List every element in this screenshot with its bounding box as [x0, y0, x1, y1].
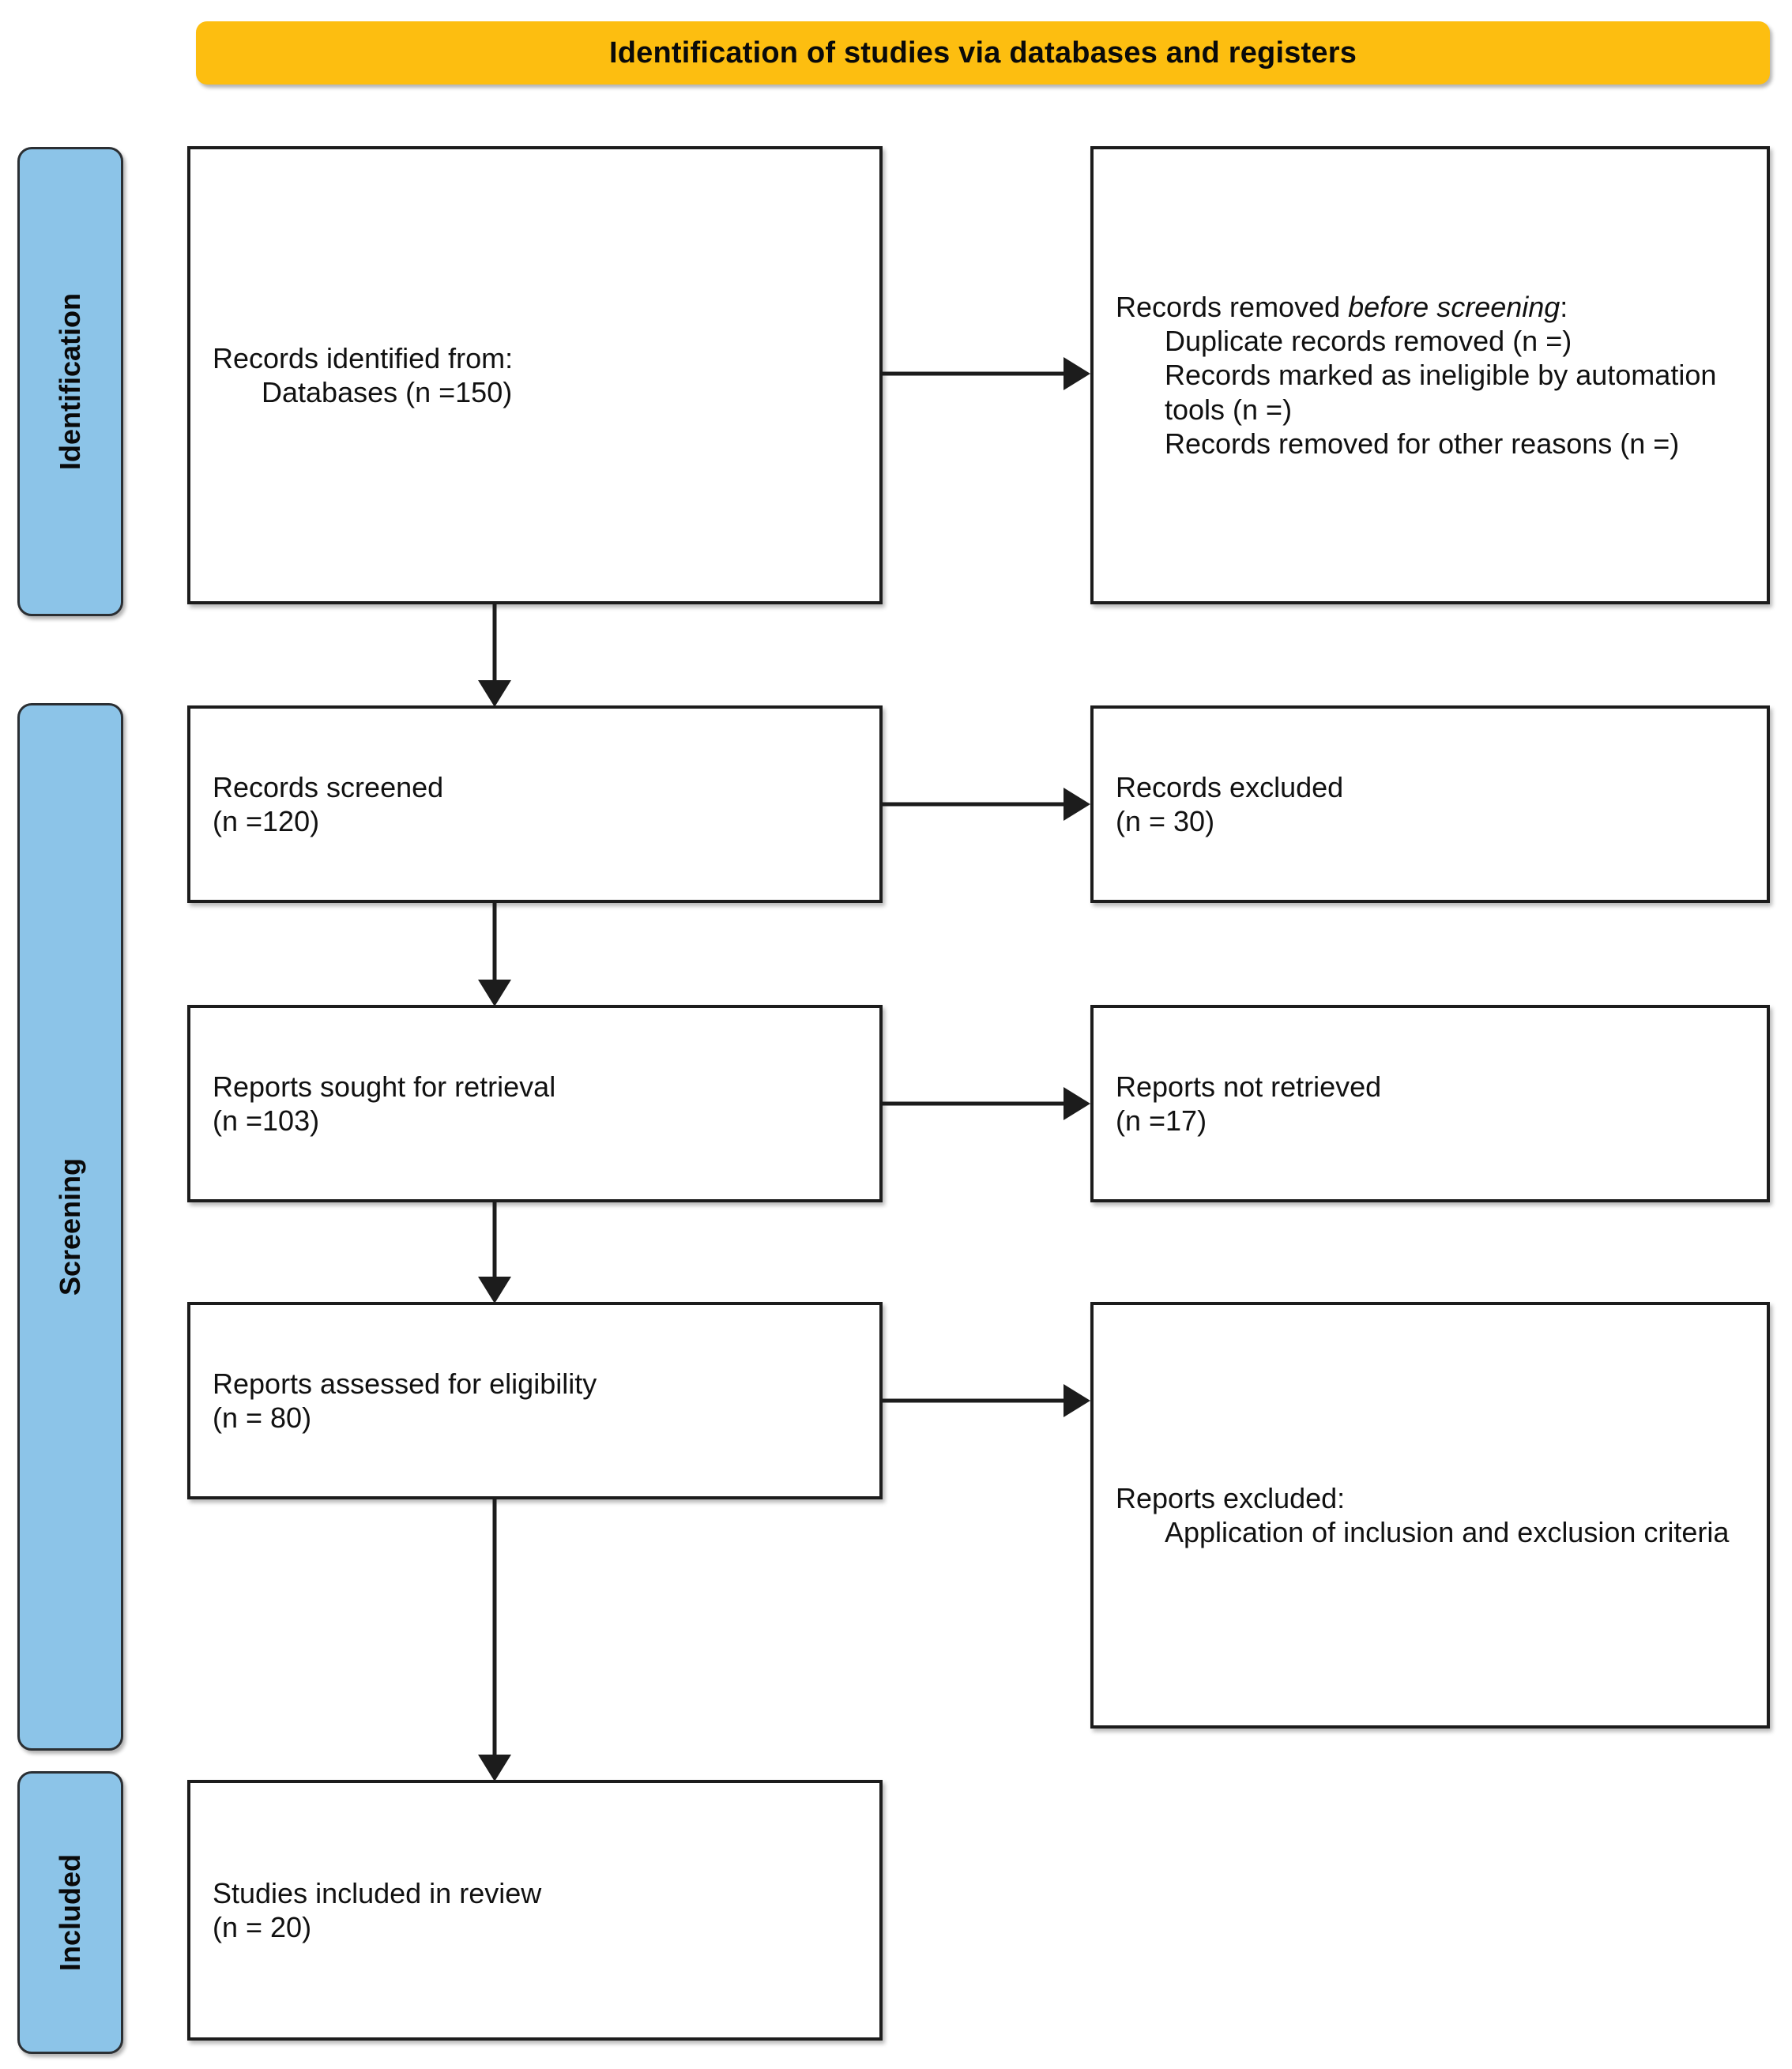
arrow-shaft [883, 1101, 1064, 1106]
arrow-screened-to-records-excluded [883, 786, 1090, 822]
box-reports-not-retrieved: Reports not retrieved (n =17) [1090, 1005, 1770, 1202]
box-studies-included-in-review: Studies included in review (n = 20) [187, 1780, 883, 2041]
box-reports-excluded-line-1: Reports excluded: [1116, 1481, 1346, 1514]
box-records-removed-item-ineligible: Records marked as ineligible by automati… [1165, 359, 1725, 426]
box-records-excluded-line-1: Records excluded [1116, 770, 1344, 803]
arrow-shaft [883, 802, 1064, 807]
box-reports-not-retrieved-line-2: (n =17) [1116, 1104, 1207, 1137]
arrow-shaft [883, 371, 1064, 376]
box-reports-excluded: Reports excluded: Application of inclusi… [1090, 1302, 1770, 1729]
box-studies-included-line-2: (n = 20) [213, 1911, 312, 1943]
box-reports-sought-line-1: Reports sought for retrieval [213, 1070, 556, 1103]
box-records-removed-item-other: Records removed for other reasons (n =) [1165, 427, 1680, 460]
arrow-head-down-icon [478, 1277, 511, 1303]
box-records-identified: Records identified from: Databases (n =1… [187, 146, 883, 604]
box-records-identified-line-1: Records identified from: [213, 341, 514, 374]
box-records-removed-heading-a: Records removed [1116, 291, 1349, 324]
arrow-identified-to-screened [476, 604, 513, 707]
stage-label-screening: Screening [17, 703, 123, 1751]
box-records-screened: Records screened (n =120) [187, 705, 883, 903]
diagram-header-banner: Identification of studies via databases … [196, 21, 1770, 85]
arrow-shaft [492, 903, 497, 980]
arrow-head-down-icon [478, 1755, 511, 1781]
box-studies-included-line-1: Studies included in review [213, 1876, 542, 1909]
arrow-sought-to-assessed [476, 1202, 513, 1303]
stage-label-included-text: Included [54, 1853, 87, 1972]
stage-label-screening-text: Screening [54, 1157, 86, 1296]
arrow-shaft [883, 1398, 1064, 1403]
arrow-assessed-to-reports-excluded [883, 1382, 1090, 1419]
box-reports-not-retrieved-line-1: Reports not retrieved [1116, 1070, 1382, 1103]
box-reports-sought-for-retrieval: Reports sought for retrieval (n =103) [187, 1005, 883, 1202]
arrow-head-right-icon [1064, 1384, 1090, 1417]
stage-label-identification: Identification [17, 147, 123, 616]
arrow-identified-to-removed [883, 355, 1090, 392]
box-records-screened-line-2: (n =120) [213, 805, 320, 837]
box-records-removed-item-duplicates: Duplicate records removed (n =) [1165, 325, 1572, 358]
arrow-head-right-icon [1064, 357, 1090, 390]
box-reports-excluded-line-2: Application of inclusion and exclusion c… [1165, 1516, 1730, 1548]
stage-label-identification-text: Identification [54, 293, 86, 470]
box-records-removed-heading: Records removed before screening: [1116, 290, 1745, 324]
box-records-removed-before-screening: Records removed before screening: Duplic… [1090, 146, 1770, 604]
arrow-sought-to-not-retrieved [883, 1085, 1090, 1122]
arrow-shaft [492, 1202, 497, 1277]
arrow-shaft [492, 1499, 497, 1755]
box-reports-sought-line-2: (n =103) [213, 1104, 320, 1137]
box-reports-assessed-line-2: (n = 80) [213, 1401, 312, 1434]
diagram-title: Identification of studies via databases … [608, 36, 1357, 70]
box-records-removed-heading-italic: before screening [1348, 291, 1560, 324]
stage-label-included: Included [17, 1771, 123, 2054]
box-records-excluded-line-2: (n = 30) [1116, 805, 1215, 837]
box-reports-assessed-line-1: Reports assessed for eligibility [213, 1367, 597, 1400]
box-records-excluded: Records excluded (n = 30) [1090, 705, 1770, 903]
arrow-head-right-icon [1064, 788, 1090, 821]
arrow-shaft [492, 604, 497, 680]
arrow-head-down-icon [478, 680, 511, 707]
arrow-head-down-icon [478, 980, 511, 1006]
box-records-screened-line-1: Records screened [213, 770, 444, 803]
box-records-removed-heading-c: : [1560, 291, 1568, 324]
box-reports-assessed-for-eligibility: Reports assessed for eligibility (n = 80… [187, 1302, 883, 1499]
arrow-head-right-icon [1064, 1087, 1090, 1120]
box-records-identified-line-2: Databases (n =150) [262, 376, 513, 408]
arrow-screened-to-sought [476, 903, 513, 1006]
arrow-assessed-to-included [476, 1499, 513, 1781]
